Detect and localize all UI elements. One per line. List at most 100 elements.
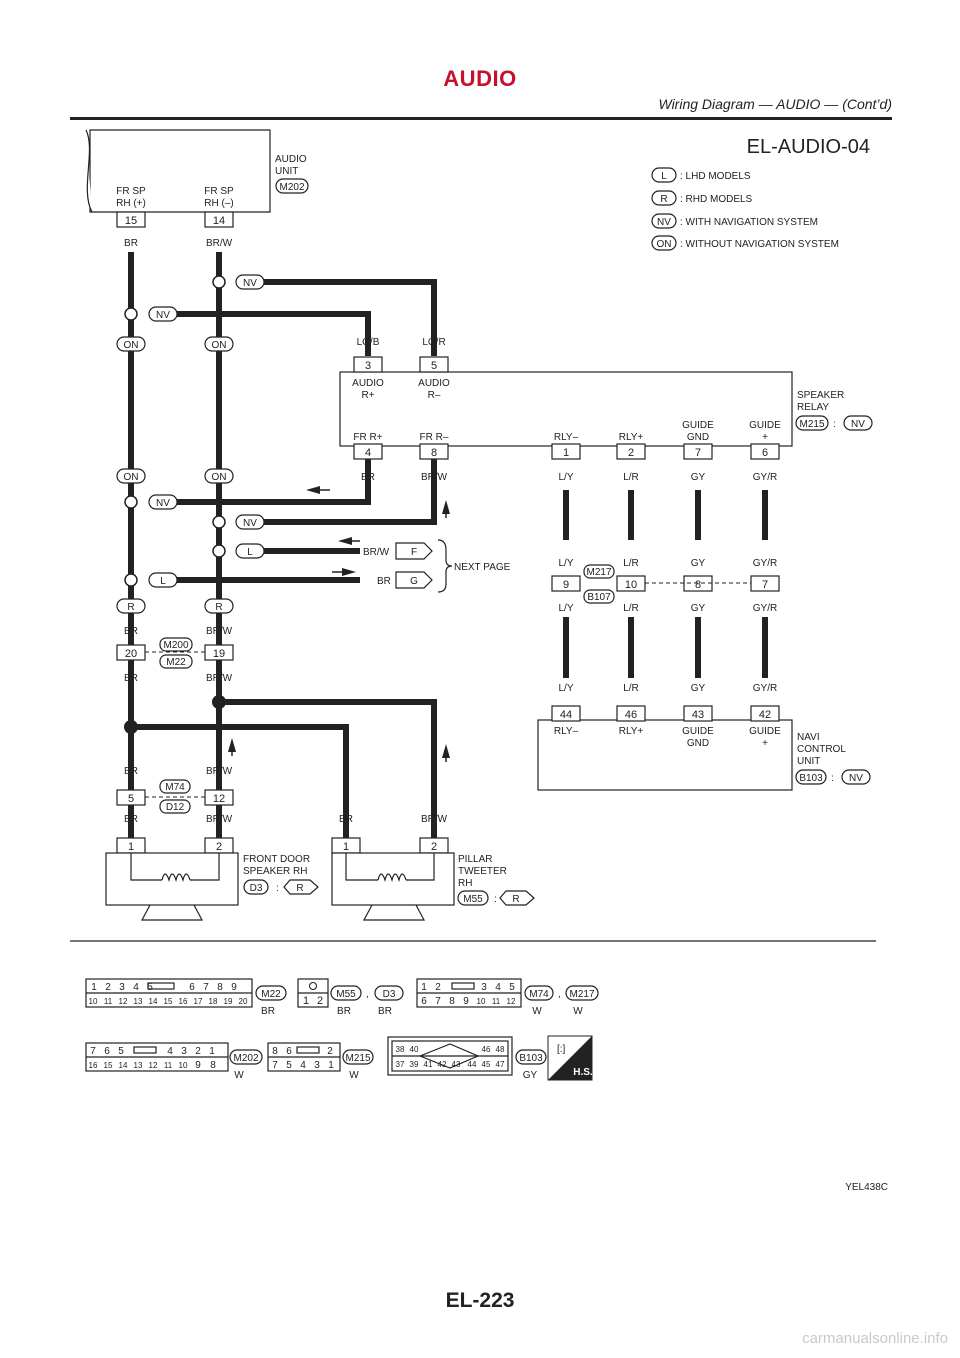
svg-text:+: +	[762, 738, 768, 749]
svg-text:FR SP: FR SP	[116, 186, 146, 197]
svg-text:46: 46	[625, 709, 637, 721]
svg-text:L: L	[661, 171, 667, 182]
svg-text::: :	[833, 419, 836, 430]
svg-text:RH: RH	[458, 878, 472, 889]
svg-text:L/Y: L/Y	[558, 683, 573, 694]
svg-text:L: L	[247, 547, 253, 558]
connector-pin-number: 44	[468, 1060, 477, 1069]
svg-text:M22: M22	[166, 657, 186, 668]
svg-text:RH (–): RH (–)	[204, 198, 233, 209]
svg-text:BR: BR	[124, 814, 138, 825]
svg-text:W: W	[532, 1006, 542, 1017]
svg-text:L/R: L/R	[623, 683, 639, 694]
svg-text:BR/W: BR/W	[206, 238, 233, 249]
svg-text:BR/W: BR/W	[206, 766, 233, 777]
pillar-tweeter: BR BR/W 1 2 PILLAR TWEETER RH M55 : R	[331, 814, 535, 921]
connector-pin-number: 47	[496, 1060, 505, 1069]
connector-pin-number: 9	[195, 1060, 201, 1071]
svg-text:15: 15	[125, 215, 137, 227]
connector-pin-number: 48	[496, 1045, 505, 1054]
inline-connector-m200: BR BR/W 20 19 M200 M22 BR BR/W	[116, 626, 234, 684]
svg-text:20: 20	[125, 648, 137, 660]
svg-text:R: R	[512, 894, 519, 905]
connector-pin-number: 40	[410, 1045, 419, 1054]
svg-text:43: 43	[692, 709, 704, 721]
svg-text:1: 1	[128, 841, 134, 853]
svg-text:SPEAKER: SPEAKER	[797, 390, 844, 401]
front-door-speaker: 1 2 FRONT DOOR SPEAKER RH D3 : R	[105, 837, 319, 921]
svg-text:BR: BR	[124, 238, 138, 249]
svg-text:FR R–: FR R–	[420, 432, 449, 443]
svg-text:7: 7	[762, 579, 768, 591]
svg-text:R: R	[660, 194, 667, 205]
svg-text:B107: B107	[587, 592, 611, 603]
connector-pin-number: 12	[119, 997, 128, 1006]
svg-text:R: R	[296, 883, 303, 894]
connector-pin-number: 3	[314, 1060, 320, 1071]
svg-text:M74: M74	[529, 989, 549, 1000]
audio-unit-connector: M202	[279, 182, 304, 193]
svg-text:GY: GY	[691, 683, 706, 694]
connector-pin-number: 7	[90, 1046, 96, 1057]
connector-pin-number: 8	[217, 982, 223, 993]
svg-text:1: 1	[343, 841, 349, 853]
svg-text:GY: GY	[691, 472, 706, 483]
svg-text:GUIDE: GUIDE	[749, 726, 781, 737]
svg-text:NEXT PAGE: NEXT PAGE	[454, 562, 511, 573]
connector-pin-number: 7	[203, 982, 209, 993]
connector-pin-number: 8	[210, 1060, 216, 1071]
connector-pin-number: 5	[147, 982, 153, 993]
svg-text:+: +	[762, 432, 768, 443]
svg-text:B103: B103	[519, 1053, 543, 1064]
svg-text:BR: BR	[361, 472, 375, 483]
connector-pin-number: 4	[133, 982, 139, 993]
legend-item-on: ON : WITHOUT NAVIGATION SYSTEM	[651, 235, 839, 251]
svg-text:PILLAR: PILLAR	[458, 854, 492, 865]
connector-pin-number: 12	[149, 1061, 158, 1070]
svg-text:42: 42	[759, 709, 771, 721]
svg-text:BR: BR	[124, 673, 138, 684]
svg-text::: :	[276, 883, 279, 894]
connector-pin-number: 10	[179, 1061, 188, 1070]
connector-pin-number: 13	[134, 997, 143, 1006]
svg-text:ON: ON	[124, 472, 139, 483]
svg-text:LG/B: LG/B	[357, 337, 380, 348]
legend-item-nv: NV : WITH NAVIGATION SYSTEM	[651, 213, 818, 229]
audio-unit: AUDIO UNIT M202 FR SP RH (+) FR SP RH (–…	[85, 129, 309, 249]
svg-text:M200: M200	[163, 640, 188, 651]
header-rule	[70, 117, 892, 120]
svg-text:UNIT: UNIT	[275, 166, 298, 177]
connector-pin-number: 1	[328, 1060, 334, 1071]
svg-text:L/R: L/R	[623, 472, 639, 483]
svg-text:8: 8	[695, 579, 701, 591]
svg-text:L/Y: L/Y	[558, 472, 573, 483]
svg-text:FR R+: FR R+	[353, 432, 382, 443]
svg-text:R: R	[127, 602, 134, 613]
connector-pin-number: 9	[463, 996, 469, 1007]
connector-pin-number: 39	[410, 1060, 419, 1069]
svg-text:D12: D12	[166, 802, 185, 813]
svg-text:M215: M215	[345, 1053, 370, 1064]
svg-text:GY/R: GY/R	[753, 558, 777, 569]
svg-text:ON: ON	[657, 239, 672, 250]
svg-text:BR: BR	[377, 576, 391, 587]
svg-text:BR/W: BR/W	[421, 472, 448, 483]
inline-connector-m217: L/Y L/R GY GY/R 9 10 8 7 M217 B107 L/Y L…	[551, 558, 780, 614]
svg-text:NV: NV	[156, 498, 170, 509]
svg-text:1: 1	[303, 995, 309, 1007]
svg-text:RLY+: RLY+	[619, 726, 644, 737]
svg-text:W: W	[234, 1070, 244, 1081]
svg-text:BR/W: BR/W	[206, 626, 233, 637]
speaker-relay-connector: M215	[799, 419, 824, 430]
svg-text:1: 1	[563, 447, 569, 459]
hs-badge-icon: [:] H.S.	[547, 1035, 593, 1081]
page-number: EL-223	[445, 1289, 515, 1312]
connector-pin-number: 2	[327, 1046, 333, 1057]
svg-text:SPEAKER RH: SPEAKER RH	[243, 866, 307, 877]
svg-text:D3: D3	[383, 989, 396, 1000]
connector-pin-number: 18	[209, 997, 218, 1006]
speaker-relay: LG/B LG/R 3 5 AUDIO R+ AUDIO R– FR R+ FR…	[339, 337, 873, 483]
